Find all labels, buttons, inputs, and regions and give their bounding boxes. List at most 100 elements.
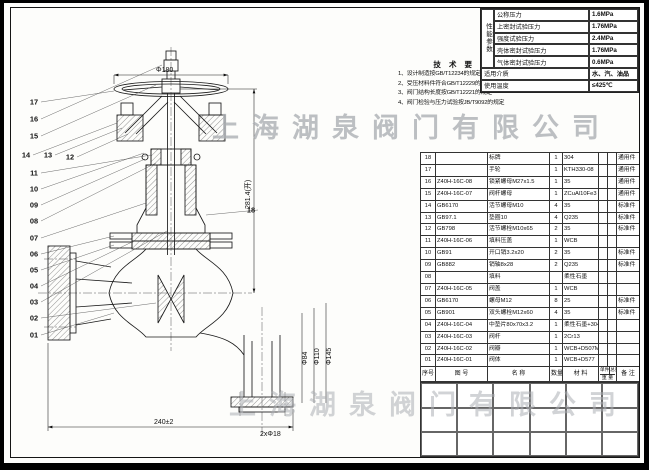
bom-cell: 06 (420, 294, 436, 308)
bom-cell: 11 (420, 235, 436, 249)
bom-cell: 标准件 (616, 199, 640, 213)
bom-cell (607, 152, 617, 165)
dimension-lines (47, 73, 327, 431)
bom-cell: WCB+D507Mo (562, 342, 599, 356)
dim-bolt-holes: 2xΦ18 (260, 431, 281, 438)
bom-cell (435, 152, 488, 165)
bom-cell: 1 (549, 175, 563, 189)
bom-cell: 锁紧螺母M27x1.5 (487, 175, 550, 189)
bom-cell (598, 318, 608, 332)
bom-cell: Z40H-16C-05 (435, 282, 488, 296)
bom-cell: 双头螺栓M12x60 (487, 306, 550, 320)
bom-cell: Z40H-16C-03 (435, 330, 488, 344)
bom-cell: 2 (549, 247, 563, 261)
bom-cell (616, 235, 640, 249)
bom-cell: 1 (549, 152, 563, 165)
bom-cell: 标准件 (616, 211, 640, 225)
bom-cell: 14 (420, 199, 436, 213)
bom-cell: 1 (549, 330, 563, 344)
bom-cell (607, 175, 617, 189)
bom-cell: 17 (420, 163, 436, 177)
bom-cell: GB6170 (435, 199, 488, 213)
bom-cell: 16 (420, 175, 436, 189)
part-callout-03: 03 (29, 297, 39, 307)
bom-cell: 阀体 (487, 354, 550, 368)
bom-cell (616, 342, 640, 356)
bom-cell (616, 318, 640, 332)
bom-cell (598, 211, 608, 225)
bom-cell (598, 223, 608, 237)
bom-cell: 中垫片80x70x3.2 (487, 318, 550, 332)
perf-value: 1.76MPa (589, 20, 638, 33)
tech-requirement-item: 4、阀门检验与压力试验按JB/T9092的规定 (398, 99, 505, 106)
bom-cell: 通用件 (616, 163, 640, 177)
dim-open-height: 281.4(开) (244, 180, 252, 209)
perf-value: 2.4MPa (589, 32, 638, 45)
part-callout-04: 04 (29, 281, 39, 291)
bom-cell: 标准件 (616, 259, 640, 273)
bom-cell: 35 (562, 175, 599, 189)
bom-cell (607, 247, 617, 261)
bom-cell: 1 (549, 354, 563, 368)
bom-cell: 12 (420, 223, 436, 237)
dim-bolt-circle-diameter: Φ110 (314, 348, 321, 365)
bom-cell: 2 (549, 259, 563, 273)
bom-cell (607, 342, 617, 356)
bom-cell: WCB+D577 (562, 354, 599, 368)
bom-cell (598, 175, 608, 189)
perf-label: 公称压力 (494, 9, 589, 21)
bom-cell (607, 163, 617, 177)
bom-cell: 填料压盖 (487, 235, 550, 249)
perf-value: 1.76MPa (589, 44, 638, 57)
bom-cell: 2Cr13 (562, 330, 599, 344)
bom-cell (607, 271, 617, 284)
bom-cell: 标牌 (487, 152, 550, 165)
bom-cell: 4 (549, 211, 563, 225)
bom-cell: 1 (549, 342, 563, 356)
bom-cell: 35 (562, 306, 599, 320)
bom-cell: 1 (549, 282, 563, 296)
outlet-flange-outline (199, 332, 294, 413)
bom-header-material: 材 料 (562, 366, 599, 383)
bom-cell: 阀杆螺母 (487, 187, 550, 201)
bom-cell: 4 (549, 199, 563, 213)
bom-cell (598, 330, 608, 344)
bom-cell: 35 (562, 199, 599, 213)
bom-cell: Z40H-16C-06 (435, 235, 488, 249)
part-callout-09: 09 (29, 200, 39, 210)
bom-cell: 阀杆 (487, 330, 550, 344)
bom-header-name: 名 称 (487, 366, 550, 383)
bom-header-weight-unit: 单件 (600, 367, 611, 374)
bom-cell: Q235 (562, 211, 599, 225)
part-callout-15: 15 (29, 131, 39, 141)
bom-cell: GB901 (435, 306, 488, 320)
bom-cell: GB798 (435, 223, 488, 237)
bom-cell: 05 (420, 306, 436, 320)
bom-cell: 35 (562, 223, 599, 237)
bom-cell (607, 187, 617, 201)
bom-cell: GB6170 (435, 294, 488, 308)
bom-cell: 08 (420, 271, 436, 284)
bom-cell: 1 (549, 235, 563, 249)
bom-cell: Q235 (562, 259, 599, 273)
bom-cell: 手轮 (487, 163, 550, 177)
bom-cell (607, 211, 617, 225)
bom-cell: 01 (420, 354, 436, 368)
bom-cell: GB91 (435, 247, 488, 261)
part-callout-07: 07 (29, 233, 39, 243)
bom-cell (435, 271, 488, 284)
part-callout-06: 06 (29, 249, 39, 259)
bom-cell: 1 (549, 318, 563, 332)
bom-cell (607, 259, 617, 273)
bom-cell: 02 (420, 342, 436, 356)
